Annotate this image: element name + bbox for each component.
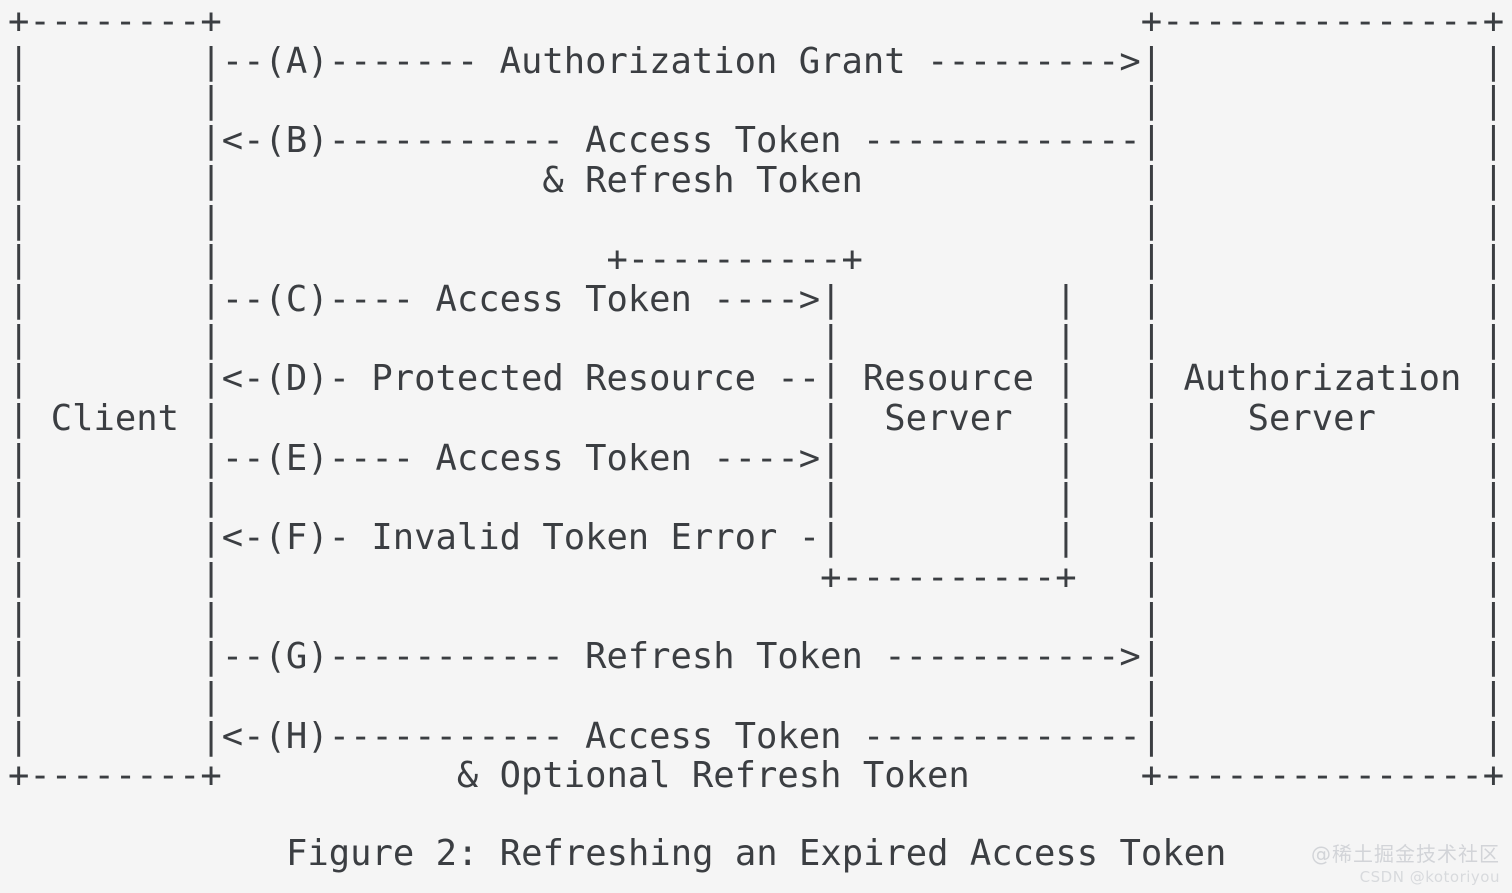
oauth-refresh-token-ascii-diagram: +--------+ +---------------+ | |--(A)---…	[8, 1, 1505, 797]
watermark: @稀土掘金技术社区 CSDN @kotoriyou	[1311, 842, 1500, 888]
watermark-secondary-text: CSDN @kotoriyou	[1359, 867, 1500, 886]
figure-caption: Figure 2: Refreshing an Expired Access T…	[286, 833, 1227, 874]
watermark-primary-text: @稀土掘金技术社区	[1311, 841, 1500, 866]
